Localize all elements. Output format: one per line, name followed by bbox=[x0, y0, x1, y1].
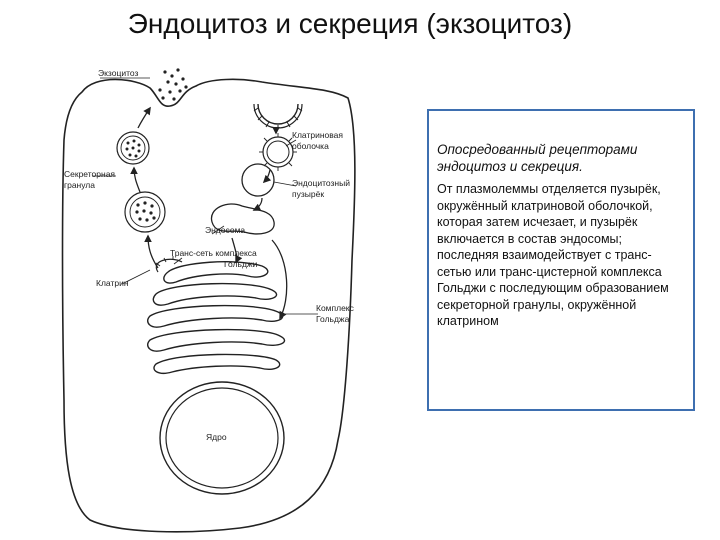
label-nucleus: Ядро bbox=[206, 432, 227, 442]
label-secretory-granule-1: Секреторная bbox=[64, 169, 115, 179]
label-endocytic-vesicle-2: пузырёк bbox=[292, 189, 324, 199]
label-clathrin: Клатрин bbox=[96, 278, 129, 288]
callout-body: От плазмолеммы отделяется пузырёк, окруж… bbox=[437, 181, 685, 330]
label-secretory-granule-2: гранула bbox=[64, 180, 95, 190]
label-trans-golgi-1: Транс-сеть комплекса bbox=[170, 248, 257, 258]
clathrin-bud bbox=[156, 256, 182, 272]
callout-heading: Опосредованный рецепторами эндоцитоз и с… bbox=[437, 141, 685, 175]
pathway-arrows bbox=[134, 108, 287, 318]
description-callout: Опосредованный рецепторами эндоцитоз и с… bbox=[427, 109, 695, 411]
clathrin-coated-pit bbox=[254, 104, 302, 130]
label-clathrin-coat-2: оболочка bbox=[292, 141, 329, 151]
label-exocytosis: Экзоцитоз bbox=[98, 68, 138, 78]
cell-diagram: Экзоцитоз Секреторная гранула Клатринова… bbox=[0, 0, 430, 540]
secretory-granule-lower bbox=[125, 192, 165, 232]
label-golgi-1: Комплекс bbox=[316, 303, 355, 313]
label-trans-golgi-2: Гольджи bbox=[224, 259, 258, 269]
golgi-stack bbox=[148, 262, 285, 374]
label-endosome: Эндосома bbox=[205, 225, 245, 235]
label-golgi-2: Гольджа bbox=[316, 314, 350, 324]
endocytic-vesicle bbox=[242, 164, 274, 196]
secretory-granule-upper bbox=[117, 132, 149, 164]
label-endocytic-vesicle-1: Эндоцитозный bbox=[292, 178, 350, 188]
label-clathrin-coat-1: Клатриновая bbox=[292, 130, 343, 140]
